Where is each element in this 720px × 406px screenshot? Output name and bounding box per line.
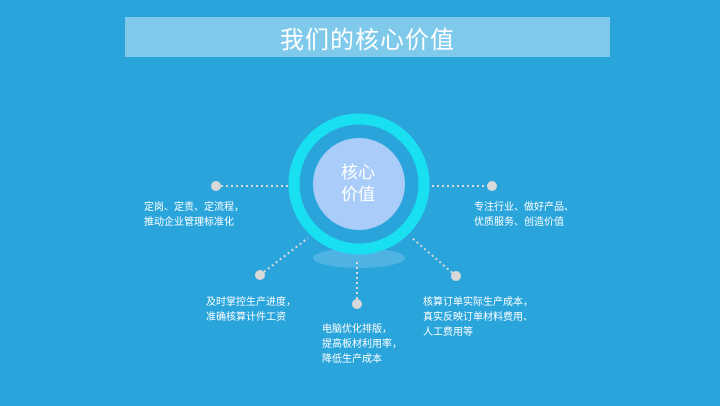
item-left-line: 推动企业管理标准化 [144, 217, 234, 228]
item-bottom-middle: 电脑优化排版， 提高板材利用率， 降低生产成本 [322, 322, 402, 367]
title-bar: 我们的核心价值 [125, 17, 610, 57]
node-right [487, 181, 497, 191]
item-left-line: 定岗、定责、定流程， [144, 202, 244, 213]
core-label: 核心 价值 [318, 162, 398, 206]
node-bottom-middle [352, 299, 362, 309]
item-bottom-left-line: 准确核算计件工资 [206, 312, 286, 323]
item-right-line: 专注行业、做好产品、 [474, 202, 574, 213]
core-circle [313, 138, 405, 230]
ring-shadow [313, 248, 405, 268]
core-label-line2: 价值 [341, 185, 375, 205]
item-left: 定岗、定责、定流程， 推动企业管理标准化 [144, 200, 244, 230]
connector-bottom-right [411, 237, 457, 277]
node-left [211, 181, 221, 191]
item-bottom-middle-line: 降低生产成本 [322, 354, 382, 365]
connector-bottom-left [259, 237, 309, 276]
item-right-line: 优质服务、创造价值 [474, 217, 564, 228]
item-bottom-middle-line: 提高板材利用率， [322, 339, 402, 350]
item-bottom-right: 核算订单实际生产成本， 真实反映订单材料费用、 人工费用等 [423, 295, 533, 340]
item-bottom-right-line: 核算订单实际生产成本， [423, 297, 533, 308]
item-bottom-left-line: 及时掌控生产进度， [206, 297, 296, 308]
page-title: 我们的核心价值 [280, 25, 455, 54]
node-bottom-right [451, 271, 461, 281]
item-bottom-right-line: 人工费用等 [423, 327, 473, 338]
core-label-line1: 核心 [341, 163, 375, 183]
item-bottom-left: 及时掌控生产进度， 准确核算计件工资 [206, 295, 296, 325]
node-bottom-left [255, 270, 265, 280]
item-bottom-middle-line: 电脑优化排版， [322, 324, 392, 335]
item-right: 专注行业、做好产品、 优质服务、创造价值 [474, 200, 574, 230]
item-bottom-right-line: 真实反映订单材料费用、 [423, 312, 533, 323]
